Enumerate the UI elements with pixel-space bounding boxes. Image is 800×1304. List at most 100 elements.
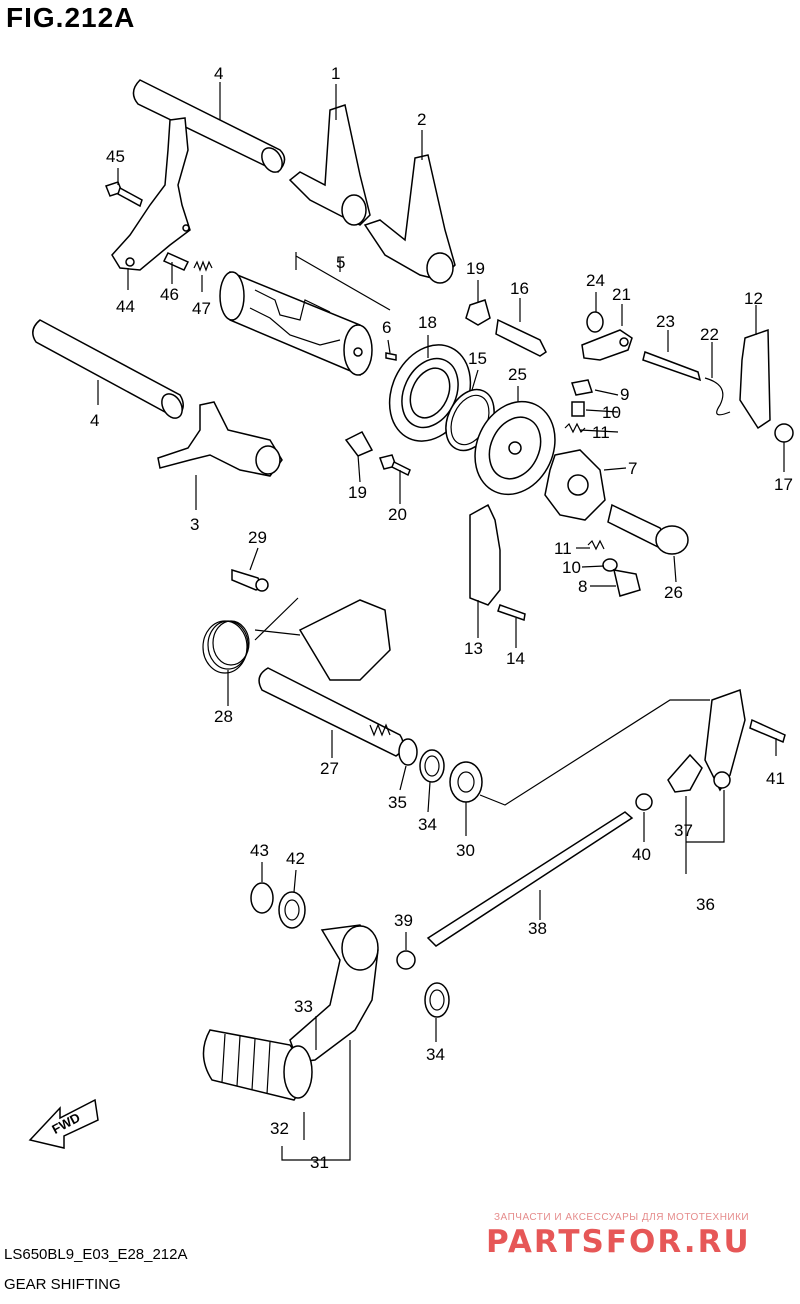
shaft-23[interactable]: [642, 351, 702, 382]
arm-21[interactable]: [581, 329, 633, 361]
gearshift-arm-36[interactable]: [704, 688, 746, 792]
callout-21: 21: [612, 285, 631, 304]
callout-34b: 34: [426, 1045, 445, 1064]
callout-1: 1: [331, 64, 340, 83]
fork-shaft-upper[interactable]: [132, 79, 286, 176]
shift-fork-3[interactable]: [157, 401, 283, 477]
pin-29[interactable]: [231, 568, 269, 592]
callout-19a: 19: [466, 259, 485, 278]
shift-fork-44[interactable]: [111, 117, 191, 271]
washer-24[interactable]: [586, 311, 604, 333]
screw-20[interactable]: [379, 454, 411, 477]
washer-34-lower[interactable]: [424, 982, 450, 1018]
pin-10-upper[interactable]: [571, 401, 585, 417]
callout-23: 23: [656, 312, 675, 331]
callout-19b: 19: [348, 483, 367, 502]
roller-9[interactable]: [571, 379, 593, 396]
callout-32: 32: [270, 1119, 289, 1138]
gear-stopper-7[interactable]: [544, 449, 606, 521]
bolt-45[interactable]: [105, 181, 143, 208]
callout-8: 8: [578, 577, 587, 596]
callout-40: 40: [632, 845, 651, 864]
circlip-35[interactable]: [398, 738, 418, 766]
nut-39[interactable]: [396, 950, 416, 970]
screw-14[interactable]: [497, 604, 526, 621]
pin-10-lower[interactable]: [602, 558, 618, 572]
callout-31: 31: [310, 1153, 329, 1172]
callout-44: 44: [116, 297, 135, 316]
callout-25: 25: [508, 365, 527, 384]
callout-12: 12: [744, 289, 763, 308]
callout-33: 33: [294, 997, 313, 1016]
callout-4b: 4: [90, 411, 99, 430]
callout-15: 15: [468, 349, 487, 368]
callout-11b: 11: [554, 539, 572, 558]
spring-47[interactable]: [193, 260, 213, 272]
shift-drum-5[interactable]: [219, 271, 373, 376]
callout-36: 36: [696, 895, 715, 914]
stopper-8[interactable]: [613, 569, 641, 597]
washer-34-upper[interactable]: [419, 749, 445, 783]
callout-26: 26: [664, 583, 683, 602]
nut-17[interactable]: [774, 423, 794, 443]
plate-19-lower[interactable]: [344, 431, 374, 457]
shift-fork-2[interactable]: [363, 154, 456, 284]
callout-14: 14: [506, 649, 525, 668]
callout-29: 29: [248, 528, 267, 547]
callout-3: 3: [190, 515, 199, 534]
spring-11-lower[interactable]: [587, 539, 605, 551]
callout-42: 42: [286, 849, 305, 868]
callout-10a: 10: [602, 403, 621, 422]
watermark-logo: PARTSFOR.RU: [486, 1224, 751, 1260]
plate-13[interactable]: [469, 503, 501, 606]
nut-40[interactable]: [635, 793, 653, 811]
washer-42[interactable]: [278, 891, 306, 929]
spring-11-upper[interactable]: [564, 422, 586, 434]
plate-19-upper[interactable]: [465, 299, 491, 326]
bolt-41[interactable]: [749, 718, 786, 744]
callout-38: 38: [528, 919, 547, 938]
shift-fork-1[interactable]: [288, 104, 371, 226]
callout-34a: 34: [418, 815, 437, 834]
fwd-arrow-icon: FWD: [28, 1098, 99, 1149]
bolt-16[interactable]: [495, 318, 547, 357]
callout-22: 22: [700, 325, 719, 344]
watermark-tagline: ЗАПЧАСТИ И АКСЕССУАРЫ ДЛЯ МОТОТЕХНИКИ: [494, 1212, 750, 1223]
fork-shaft-lower[interactable]: [32, 319, 186, 422]
link-37[interactable]: [667, 753, 703, 793]
figure-title: FIG.212A: [6, 2, 136, 33]
callout-numbers: 4 1 2 45 44 46 47 5 6 4 3 18 15 25 19 16…: [90, 64, 793, 1172]
callout-10b: 10: [562, 558, 581, 577]
cam-plate-25[interactable]: [460, 388, 569, 507]
callout-13: 13: [464, 639, 483, 658]
circlip-43[interactable]: [250, 882, 274, 914]
callout-16: 16: [510, 279, 529, 298]
callout-5: 5: [336, 253, 345, 272]
return-spring-28[interactable]: [202, 597, 301, 674]
callout-47: 47: [192, 299, 211, 318]
gearshift-shaft-27[interactable]: [258, 599, 404, 757]
callout-39: 39: [394, 911, 413, 930]
callout-7: 7: [628, 459, 637, 478]
gearshift-lever-33[interactable]: [289, 924, 379, 1063]
pin-46[interactable]: [162, 252, 190, 271]
footpeg-rubber-32[interactable]: [202, 1029, 313, 1101]
callout-11a: 11: [592, 423, 610, 442]
pin-6[interactable]: [385, 352, 397, 361]
plate-12[interactable]: [739, 328, 771, 430]
spring-22[interactable]: [704, 377, 731, 416]
oil-seal-30[interactable]: [449, 761, 483, 803]
callout-46: 46: [160, 285, 179, 304]
callout-41: 41: [766, 769, 785, 788]
callout-2: 2: [417, 110, 426, 129]
callout-43: 43: [250, 841, 269, 860]
callout-9: 9: [620, 385, 629, 404]
bolt-26[interactable]: [607, 503, 689, 555]
callout-18: 18: [418, 313, 437, 332]
rod-38[interactable]: [426, 811, 634, 947]
diagram-code: LS650BL9_E03_E28_212A: [4, 1246, 188, 1263]
callout-27: 27: [320, 759, 339, 778]
callout-24: 24: [586, 271, 605, 290]
callout-30: 30: [456, 841, 475, 860]
